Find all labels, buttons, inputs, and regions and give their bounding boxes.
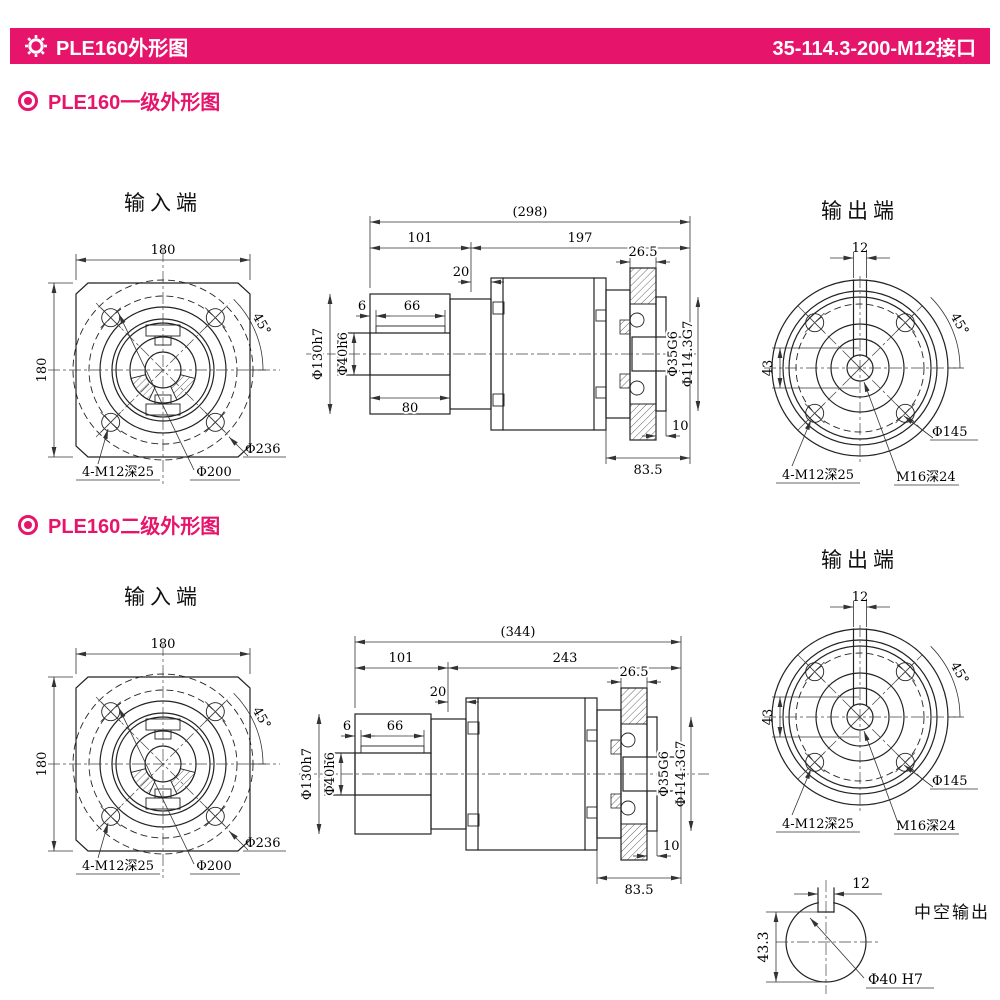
dim-width: 180 [151,243,176,258]
section-bullet-icon [18,514,38,535]
dim-input-bore-dia: Φ40h6 [323,752,338,796]
view-title: 输入端 [124,585,202,609]
dim-spigot-len: 10 [672,419,689,434]
side-view-1: (298) 101 197 20 26.5 6 66 80 Φ130h7 Φ40… [306,205,700,478]
dim-angle: 45° [249,705,274,732]
dim-overall: (298) [513,205,548,220]
dim-bore-dia: Φ40 H7 [868,972,923,988]
dim-key-width: 12 [852,241,869,256]
dim-output-shaft-dia: Φ35G6 [666,331,681,377]
dim-key-len: 66 [404,299,421,314]
dim-bore-depth: 80 [402,401,419,416]
centerlines [48,644,280,878]
hollow-output-view: 12 43.3 Φ40 H7 中空输出 [756,876,990,994]
hollow-output-label: 中空输出 [914,903,990,923]
dim-key-width: 12 [852,876,870,892]
interface-spec: 35-114.3-200-M12接口 [772,37,976,60]
output-end-view-1: 输出端 12 43 45° Φ145 4-M12深25 [761,199,978,486]
bolt-holes [100,701,226,827]
dim-output-shaft-dia: Φ35G6 [657,751,672,797]
dim-bolt-circle: Φ200 [196,859,231,874]
dim-key-offset: 6 [358,299,366,314]
header-title-group: PLE160外形图 [24,32,188,61]
dim-input-flange-dia: Φ130h7 [300,748,315,800]
dimensions: 12 43 45° Φ145 4-M12深25 M16深24 [761,590,978,835]
dim-bolt-spec: 4-M12深25 [82,465,154,480]
dim-angle: 45° [947,311,972,338]
view-title: 输入端 [124,191,202,215]
dim-spigot-len: 10 [663,839,680,854]
side-view-2: (344) 101 243 20 26.5 6 66 Φ130h7 Φ40h6 … [298,625,709,898]
dim-flange-thk: 26.5 [620,665,649,680]
dimensions: 180 180 45° Φ236 Φ200 4-M12深25 [35,637,286,875]
gear-icon [25,35,47,57]
dim-body-len: 243 [553,651,578,666]
bore-outline [776,880,880,994]
dim-overall: (344) [501,625,536,640]
section-bullet-icon [18,90,38,111]
dimensions: (298) 101 197 20 26.5 6 66 80 Φ130h7 Φ40… [309,205,700,478]
gearbox-profile [299,687,709,861]
input-end-view-2: 输入端 180 180 45° Φ2 [35,585,286,878]
section2-title: PLE160二级外形图 [48,516,221,538]
dimensions: 12 43.3 Φ40 H7 [756,876,934,989]
centerlines [764,276,956,464]
dim-outer-dia: Φ236 [245,442,280,457]
dim-bolt-circle: Φ145 [932,774,967,789]
dim-input-flange-dia: Φ130h7 [311,328,326,380]
dim-pilot-len: 20 [453,265,470,280]
centerlines [764,625,956,813]
dim-center-tap: M16深24 [896,819,955,834]
dim-angle: 45° [249,311,274,338]
dim-bolt-spec: 4-M12深25 [82,859,154,874]
dimensions: (344) 101 243 20 26.5 6 66 Φ130h7 Φ40h6 … [298,625,694,898]
dim-front-len: 101 [408,231,433,246]
dim-height: 180 [35,358,50,383]
dim-bolt-spec: 4-M12深25 [782,468,854,483]
dim-key-height: 43 [761,360,776,377]
dim-rear-len: 83.5 [625,883,654,898]
header-bar: PLE160外形图 35-114.3-200-M12接口 [10,28,990,64]
dim-center-tap: M16深24 [896,470,955,485]
gearbox-profile [306,267,698,441]
output-end-view-2: 输出端 12 43 45° Φ145 4-M12深25 [761,548,978,835]
dim-bore-depth: 43.3 [756,931,772,962]
dim-bolt-circle: Φ200 [196,465,231,480]
section2-title-row: PLE160二级外形图 [18,510,220,539]
dim-key-len: 66 [387,719,404,734]
dim-front-len: 101 [389,651,414,666]
dim-width: 180 [151,637,176,652]
dim-spigot-dia: Φ114.3G7 [681,321,696,388]
section1-title-row: PLE160一级外形图 [18,86,220,115]
dim-key-offset: 6 [343,719,351,734]
dim-input-bore-dia: Φ40h6 [336,332,351,376]
dim-body-len: 197 [568,231,593,246]
dim-spigot-dia: Φ114.3G7 [674,741,689,808]
dim-bolt-circle: Φ145 [932,425,967,440]
dim-flange-thk: 26.5 [629,245,658,260]
dim-outer-dia: Φ236 [245,836,280,851]
page-title: PLE160外形图 [56,37,189,60]
dim-bolt-spec: 4-M12深25 [782,817,854,832]
dim-key-height: 43 [761,709,776,726]
dimensions: 180 180 45° Φ236 Φ200 4-M12深25 [35,243,286,481]
section1-title: PLE160一级外形图 [48,92,221,114]
dim-key-width: 12 [852,590,869,605]
dim-pilot-len: 20 [430,685,447,700]
centerlines [48,250,280,484]
dimensions: 12 43 45° Φ145 4-M12深25 M16深24 [761,241,978,486]
input-end-view-1: 输入端 180 180 45° Φ2 [35,191,286,484]
dim-rear-len: 83.5 [634,463,663,478]
view-title: 输出端 [821,199,899,223]
dim-height: 180 [35,752,50,777]
dim-angle: 45° [947,660,972,687]
view-title: 输出端 [821,548,899,572]
